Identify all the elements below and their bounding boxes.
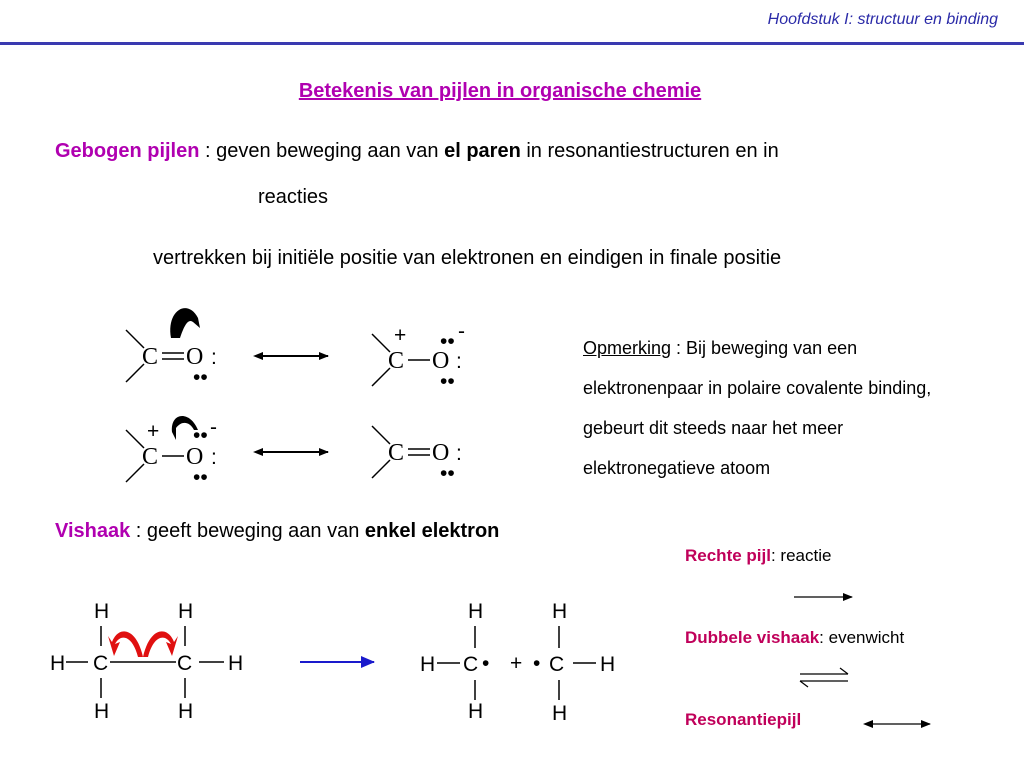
lone-pair-bottom: •• (440, 462, 455, 485)
gebogen-definition: Gebogen pijlen : geven beweging aan van … (55, 140, 779, 163)
rechte-text: : reactie (770, 546, 832, 565)
radical-dot: • (482, 652, 489, 675)
atom-h: H (50, 652, 65, 675)
atom-c: C (388, 348, 404, 374)
charge-plus: + (147, 420, 159, 443)
atom-o: O (432, 440, 449, 466)
structure-ketone-2: C + O •• : •• - (371, 320, 465, 393)
vishaak-definition: Vishaak : geeft beweging aan van enkel e… (55, 520, 499, 543)
curved-arrow (170, 308, 200, 338)
atom-c: C (177, 652, 192, 675)
atom-c: C (463, 653, 478, 676)
fishhook-arrow-right (143, 631, 178, 657)
gebogen-text-after: in resonantiestructuren en in (520, 140, 779, 162)
lone-pair-top: •• (440, 330, 455, 353)
plus-sign: + (510, 652, 522, 675)
vishaak-text-before: : geeft beweging aan van (130, 520, 365, 542)
atom-h: H (94, 600, 109, 623)
vishaak-bold: enkel elektron (364, 520, 500, 542)
structure-ketone-1: C O : •• (125, 308, 217, 389)
atom-o: O (432, 348, 449, 374)
atom-h: H (94, 700, 109, 723)
opmerking-note: Opmerking : Bij beweging van een elektro… (583, 328, 963, 488)
atom-c: C (142, 444, 158, 470)
atom-h: H (552, 702, 567, 725)
atom-o: O (186, 344, 203, 370)
methyl-radicals: H H C • H + H • C H H (420, 600, 615, 725)
curved-arrow (171, 415, 198, 440)
atom-h: H (468, 700, 483, 723)
lone-pair-right: : (211, 446, 217, 469)
gebogen-bold: el paren (444, 140, 521, 162)
header-title: Hoofdstuk I: structuur en binding (767, 11, 998, 28)
atom-c: C (142, 344, 158, 370)
resonantie-term: Resonantiepijl (685, 710, 802, 729)
atom-h: H (468, 600, 483, 623)
atom-c: C (549, 653, 564, 676)
lone-pair-right: : (456, 350, 462, 373)
gebogen-text-before: : geven beweging aan van (199, 140, 445, 162)
opmerking-label: Opmerking (583, 338, 672, 358)
atom-h: H (228, 652, 243, 675)
legend-rechte-pijl: Rechte pijl: reactie (685, 546, 831, 566)
lone-pair-bottom: •• (440, 370, 455, 393)
atom-o: O (186, 444, 203, 470)
radical-dot: • (533, 652, 540, 675)
structure-ketone-4: C O : •• (371, 425, 462, 485)
atom-c: C (93, 652, 108, 675)
dubbele-text: : evenwicht (819, 628, 905, 647)
ethane-molecule: H H H C C H H H (50, 600, 243, 723)
gebogen-term: Gebogen pijlen (55, 140, 200, 162)
slide-title: Betekenis van pijlen in organische chemi… (298, 80, 702, 102)
charge-minus: - (458, 320, 465, 343)
atom-h: H (178, 700, 193, 723)
charge-minus: - (210, 416, 217, 439)
lone-pair-right: : (456, 442, 462, 465)
lone-pair-right: : (211, 346, 217, 369)
fishhook-arrow-left (108, 631, 143, 657)
legend-arrow-dubbele (799, 667, 849, 688)
opmerking-sep: : (671, 338, 687, 358)
atom-c: C (388, 440, 404, 466)
gebogen-line-3: vertrekken bij initiële positie van elek… (153, 247, 782, 269)
structure-ketone-3: C + O •• : •• - (125, 415, 217, 489)
legend-dubbele-vishaak: Dubbele vishaak: evenwicht (685, 628, 904, 648)
dubbele-term: Dubbele vishaak (685, 628, 820, 647)
vishaak-term: Vishaak (55, 520, 131, 542)
rechte-term: Rechte pijl (685, 546, 771, 565)
opmerking-text: Bij beweging van een elektronenpaar in p… (583, 338, 932, 478)
atom-h: H (552, 600, 567, 623)
header-rule (0, 42, 1024, 45)
lone-pair-bottom: •• (193, 366, 208, 389)
legend-resonantiepijl: Resonantiepijl (685, 710, 801, 730)
atom-h: H (600, 653, 615, 676)
atom-h: H (420, 653, 435, 676)
gebogen-line-2: reacties (258, 186, 329, 208)
charge-plus: + (394, 324, 406, 347)
lone-pair-bottom: •• (193, 466, 208, 489)
atom-h: H (178, 600, 193, 623)
